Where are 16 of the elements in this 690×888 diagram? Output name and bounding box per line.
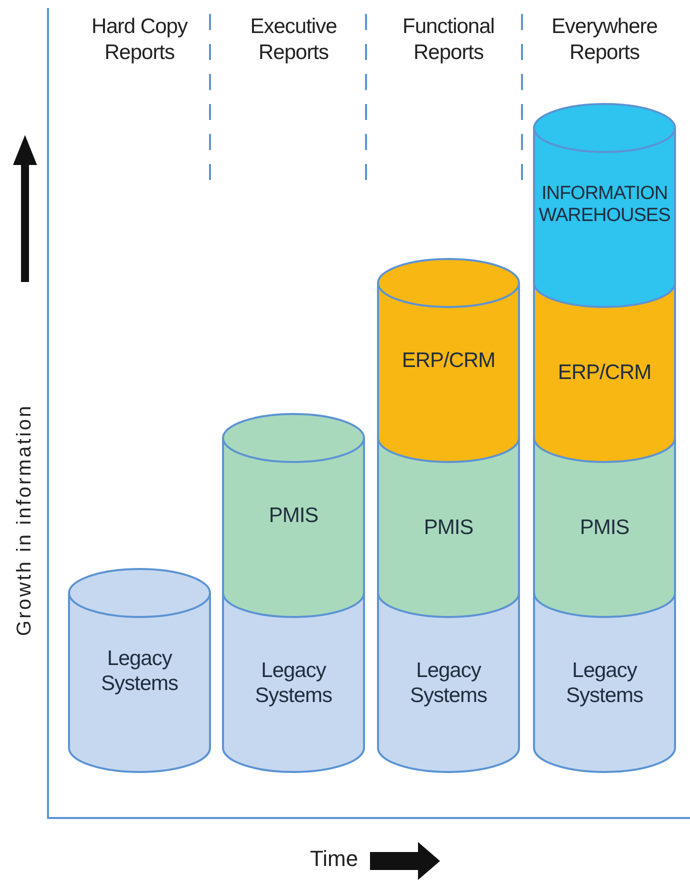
segment-label: ERP/CRM	[400, 348, 496, 374]
segment-label: Legacy Systems	[564, 658, 644, 708]
axis-label: Growth in information	[14, 404, 36, 636]
segment-label: PMIS	[422, 515, 474, 540]
column-header: Functional Reports	[402, 14, 496, 66]
column-header: Everywhere Reports	[550, 14, 658, 66]
column-header: Executive Reports	[249, 14, 338, 66]
axis-label: Time	[310, 846, 358, 872]
segment-label: PMIS	[268, 503, 320, 528]
segment-label: INFORMATION WAREHOUSES	[538, 182, 672, 228]
segment-label: Legacy Systems	[254, 658, 333, 708]
segment-label: Legacy Systems	[100, 646, 179, 696]
segment-label: PMIS	[578, 515, 630, 540]
segment-label: Legacy Systems	[408, 658, 488, 708]
segment-label: ERP/CRM	[556, 360, 652, 386]
column-header: Hard Copy Reports	[90, 14, 189, 66]
